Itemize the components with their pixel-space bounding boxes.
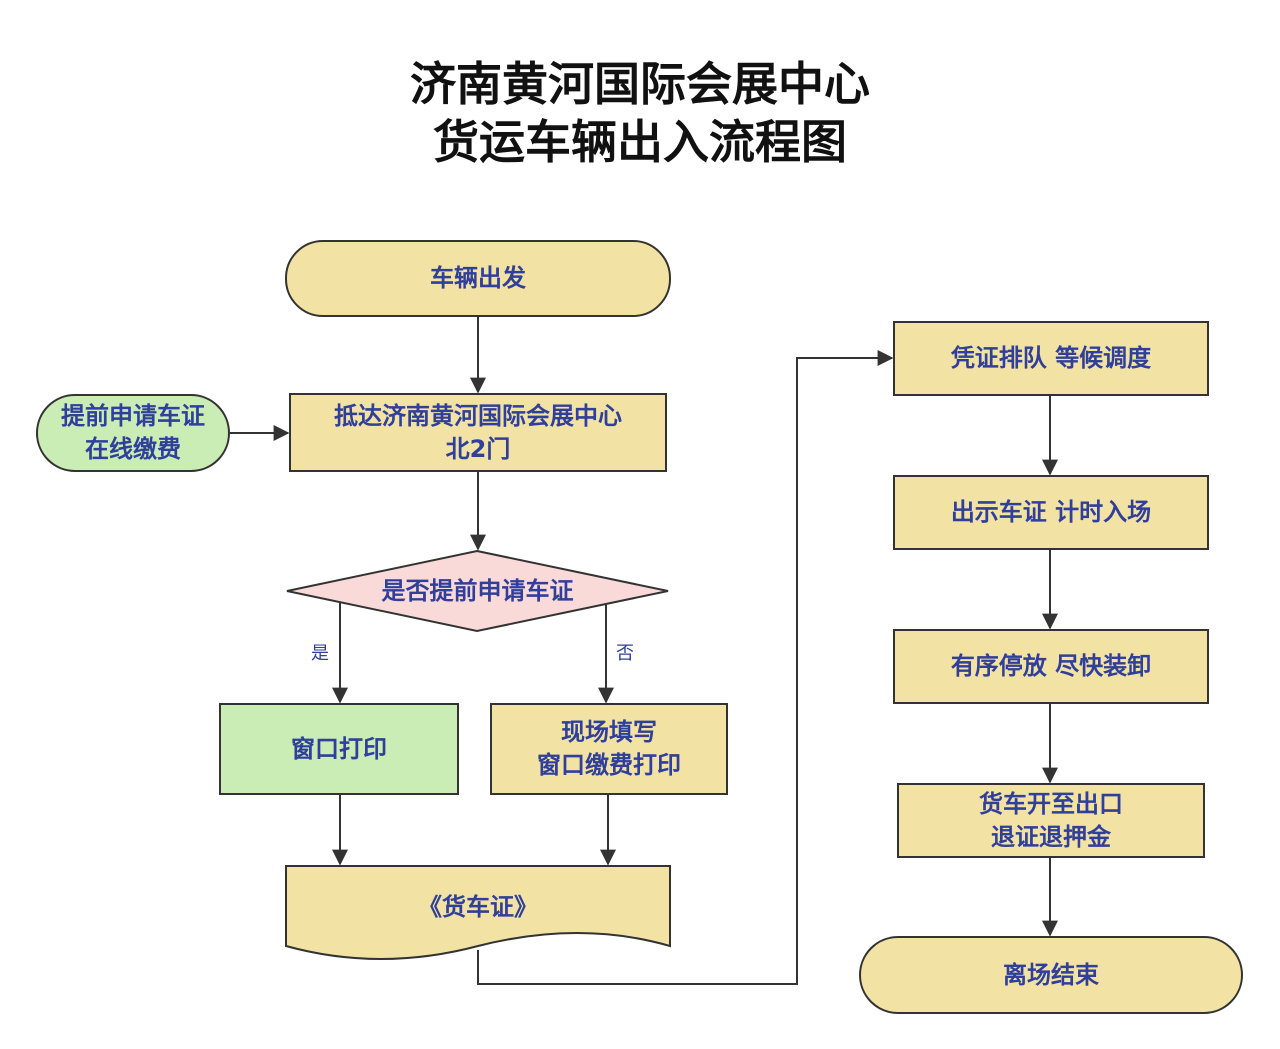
start-node-label: 车辆出发 (430, 264, 526, 292)
edge-pass-to-queue (477, 350, 894, 985)
diagram-title-line2: 货运车辆出入流程图 (433, 115, 847, 169)
queue-node-label: 凭证排队 等候调度 (950, 344, 1152, 372)
window-print-process-shape (219, 703, 459, 795)
exit-process-shape (897, 783, 1205, 858)
end-terminal-shape (859, 936, 1243, 1014)
decision-node-label: 是否提前申请车证 (381, 576, 574, 605)
arrive-node-label: 抵达济南黄河国际会展中心 北2门 (334, 401, 622, 463)
fill-onsite-process-shape (490, 703, 728, 795)
truck-pass-node-label: 《货车证》 (418, 892, 538, 921)
edge-label-yes: 是 (309, 643, 331, 665)
diagram-title-line1: 济南黄河国际会展中心 (410, 57, 870, 111)
exit-node-label: 货车开至出口 退证退押金 (979, 789, 1123, 851)
truck-pass-document-shape (285, 865, 671, 960)
end-node-label: 离场结束 (1003, 960, 1099, 989)
pre-apply-node-label: 提前申请车证 在线缴费 (61, 402, 205, 463)
arrive-process-shape (289, 393, 667, 472)
show-pass-node-label: 出示车证 计时入场 (950, 498, 1152, 526)
fill-onsite-node-label: 现场填写 窗口缴费打印 (537, 718, 681, 779)
window-print-node-label: 窗口打印 (291, 734, 387, 763)
park-process-shape (893, 629, 1209, 704)
edge-label-no: 否 (614, 643, 636, 665)
park-node-label: 有序停放 尽快装卸 (950, 652, 1152, 680)
decision-diamond-shape (286, 549, 669, 633)
